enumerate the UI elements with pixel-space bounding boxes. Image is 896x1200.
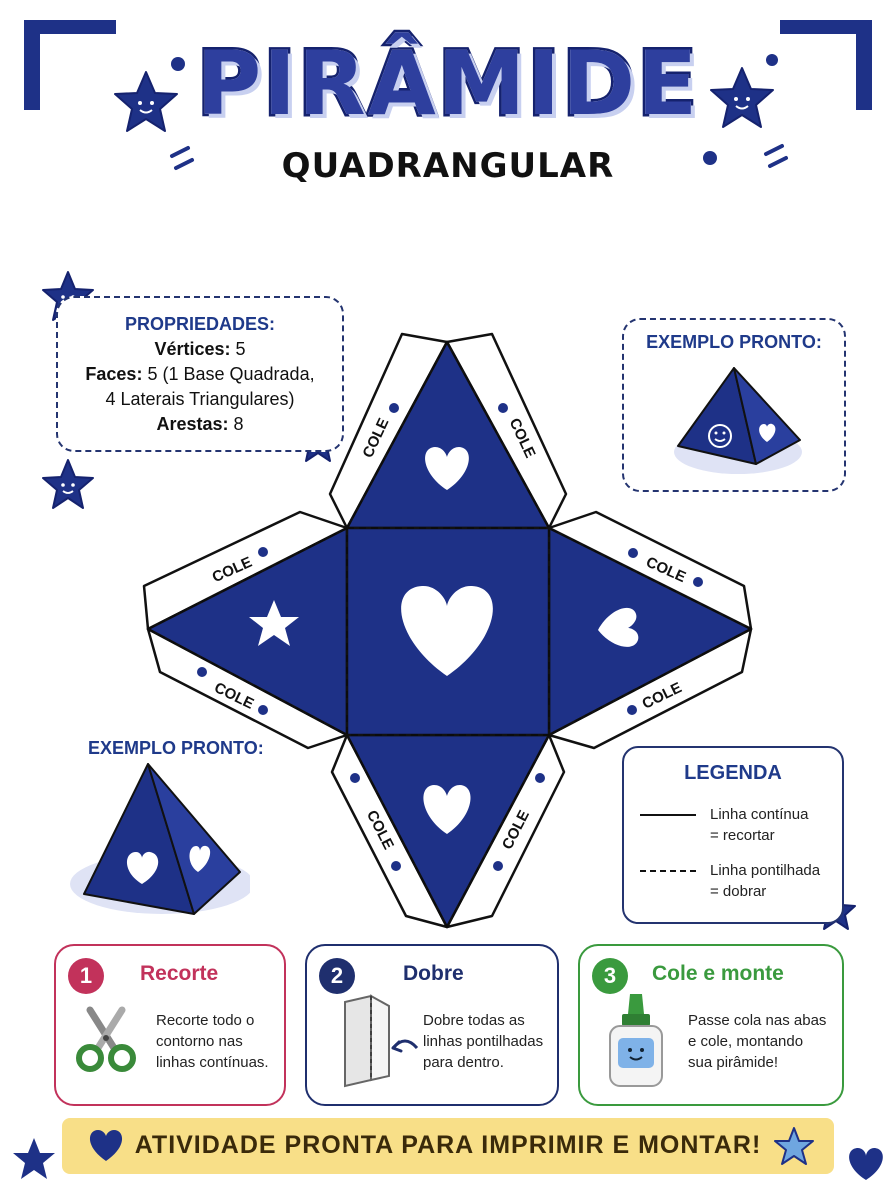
step-title: Cole e monte bbox=[652, 962, 784, 985]
faces-row: Faces: 5 (1 Base Quadrada, bbox=[85, 364, 315, 384]
vertices-row: Vértices: 5 bbox=[154, 339, 246, 359]
dot-icon bbox=[171, 57, 185, 71]
glue-bottle-icon bbox=[609, 994, 663, 1087]
step-card-1: 1 Recorte Recorte todo o contorno nas li… bbox=[54, 944, 286, 1106]
step-description: Passe cola nas abas e cole, montando sua… bbox=[688, 1012, 827, 1071]
corner-bracket-top-left bbox=[24, 20, 116, 110]
page-subtitle: QUADRANGULAR bbox=[281, 146, 615, 186]
corner-bracket-top-right bbox=[780, 20, 872, 110]
step-number: 2 bbox=[319, 958, 355, 994]
example-title-left: EXEMPLO PRONTO: bbox=[88, 738, 264, 758]
pyramid-example-icon bbox=[674, 367, 802, 474]
step-number: 3 bbox=[592, 958, 628, 994]
scissors-icon bbox=[76, 1006, 136, 1072]
step-number: 1 bbox=[68, 958, 104, 994]
page-title: PIRÂMIDE bbox=[194, 32, 700, 135]
legend-box: LEGENDA Linha contínua = recortar Linha … bbox=[622, 746, 844, 924]
heart-icon bbox=[849, 1148, 883, 1180]
star-icon bbox=[249, 600, 299, 646]
smiling-star-icon bbox=[42, 459, 94, 509]
heart-icon bbox=[425, 447, 469, 490]
dot-icon bbox=[766, 54, 778, 66]
faces-row-2: 4 Laterais Triangulares) bbox=[105, 389, 295, 409]
dashed-line-sample bbox=[640, 870, 696, 872]
pyramid-net: COLE COLE COLE COLE COLE COLE COLE COLE bbox=[142, 332, 753, 929]
solid-line-sample bbox=[640, 814, 696, 816]
example-box-top: EXEMPLO PRONTO: bbox=[622, 318, 846, 492]
step-card-3: 3 Cole e monte Passe cola nas abas e col… bbox=[578, 944, 844, 1106]
heart-icon bbox=[423, 785, 471, 834]
step-description: Recorte todo o contorno nas linhas contí… bbox=[156, 1012, 269, 1071]
star-icon bbox=[13, 1138, 55, 1179]
legend-solid-row: Linha contínua = recortar bbox=[640, 804, 840, 848]
heart-icon bbox=[89, 1130, 123, 1161]
star-icon bbox=[774, 1127, 814, 1165]
dot-icon bbox=[703, 151, 717, 165]
step-card-2: 2 Dobre Dobre todas as linhas pontilhada… bbox=[305, 944, 559, 1106]
step-title: Recorte bbox=[140, 962, 219, 985]
example-title: EXEMPLO PRONTO: bbox=[646, 332, 822, 352]
smiling-star-icon bbox=[710, 67, 774, 128]
edges-row: Arestas: 8 bbox=[156, 414, 244, 434]
banner-text: ATIVIDADE PRONTA PARA IMPRIMIR E MONTAR! bbox=[134, 1131, 762, 1159]
properties-heading: PROPRIEDADES: bbox=[124, 314, 276, 334]
heart-icon bbox=[401, 585, 493, 676]
smiling-star-icon bbox=[114, 71, 178, 132]
heart-icon bbox=[598, 607, 639, 647]
bottom-banner: ATIVIDADE PRONTA PARA IMPRIMIR E MONTAR! bbox=[62, 1118, 834, 1174]
folded-paper-icon bbox=[344, 994, 419, 1088]
properties-box: PROPRIEDADES: Vértices: 5 Faces: 5 (1 Ba… bbox=[56, 296, 344, 452]
step-title: Dobre bbox=[403, 962, 464, 985]
legend-dashed-row: Linha pontilhada = dobrar bbox=[640, 860, 840, 904]
pyramid-example-large-icon bbox=[70, 763, 250, 915]
step-description: Dobre todas as linhas pontilhadas para d… bbox=[423, 1012, 544, 1071]
legend-title: LEGENDA bbox=[684, 762, 782, 784]
